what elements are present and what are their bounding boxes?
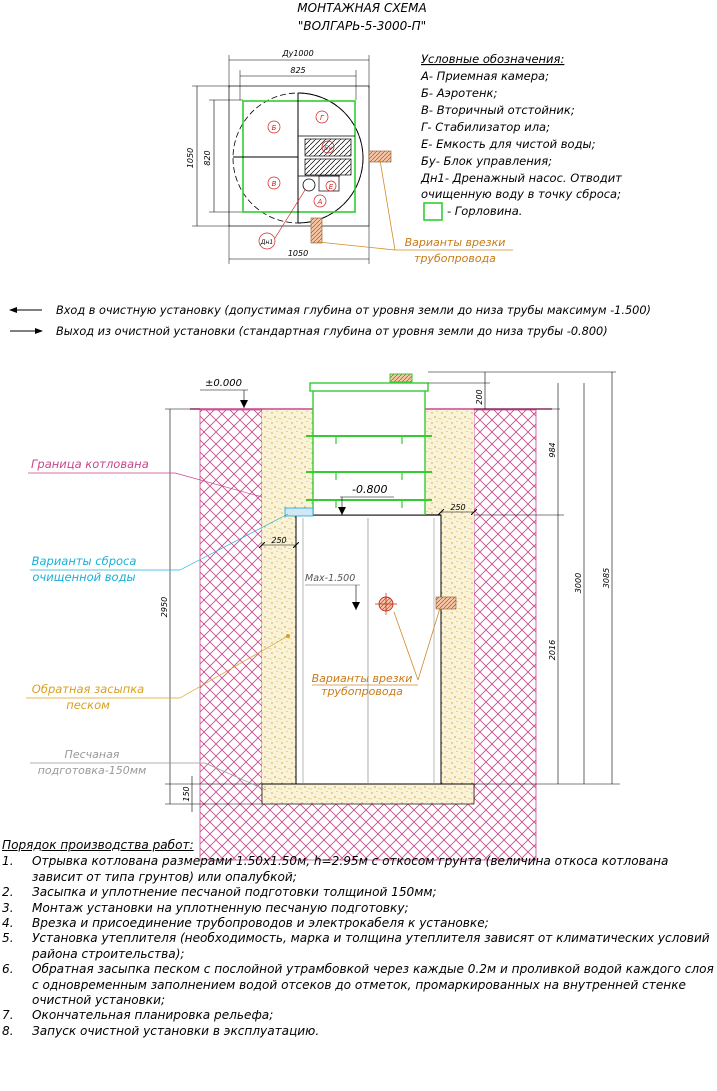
procedure-step: 4. Врезка и присоединение трубопроводов и…: [2, 916, 714, 931]
step-text: Установка утеплителя (необходимость, мар…: [32, 931, 710, 961]
dim-150: 150: [182, 786, 191, 801]
dim-3000: 3000: [574, 573, 583, 593]
step-text: Монтаж установки на уплотненную песчаную…: [32, 900, 409, 915]
dim-200: 200: [475, 389, 484, 404]
procedure-step: 6. Обратная засыпка песком с послойной ут…: [2, 962, 714, 1008]
title-line1: МОНТАЖНАЯ СХЕМА: [297, 1, 426, 15]
step-text: Отрывка котлована размерами 1.50х1.50м, …: [32, 854, 669, 884]
procedure-step: 3. Монтаж установки на уплотненную песчан…: [2, 901, 714, 916]
step-number: 8.: [2, 1023, 14, 1038]
plan-view: Ду1000 825 1050 820 1050: [186, 49, 513, 265]
section-pipe-variants-1: Варианты врезки: [312, 672, 413, 685]
step-number: 4.: [2, 916, 14, 931]
zone-a: А: [317, 198, 323, 206]
section-pipe-variants-2: трубопровода: [321, 685, 403, 698]
dim-1050-left: 1050: [186, 148, 195, 168]
zone-v: В: [272, 180, 277, 188]
step-text: Запуск очистной установки в эксплуатацию…: [32, 1023, 320, 1038]
zone-bu: Бу: [324, 145, 332, 152]
step-number: 1.: [2, 854, 14, 869]
legend-neck: - Горловина.: [447, 204, 522, 218]
label-discharge-1: Варианты сброса: [32, 554, 137, 568]
procedure-step: 1. Отрывка котлована размерами 1.50х1.50м…: [2, 854, 714, 885]
outlet-text: Выход из очистной установки (стандартная…: [56, 325, 608, 338]
level-minus-0800: -0.800: [352, 483, 387, 496]
dim-2016: 2016: [548, 640, 557, 660]
dim-825: 825: [290, 66, 305, 75]
legend-item: В- Вторичный отстойник;: [421, 103, 575, 117]
zone-dn1: Дн1: [260, 239, 273, 246]
neck-legend-icon: [423, 202, 443, 221]
label-discharge-2: очищенной воды: [32, 570, 135, 584]
procedure: Порядок производства работ: 1. Отрывка ко…: [2, 838, 714, 1039]
procedure-title: Порядок производства работ:: [2, 838, 194, 852]
dim-820: 820: [203, 150, 212, 165]
dim-250-left: 250: [271, 536, 286, 545]
section-view: ±0.000 -0.800 Max-1.500 Варианты врезки …: [26, 371, 620, 861]
legend: Условные обозначения: А- Приемная камера…: [420, 52, 622, 221]
procedure-step: 8. Запуск очистной установки в эксплуатац…: [2, 1024, 714, 1039]
dim-984: 984: [548, 442, 557, 457]
step-text: Врезка и присоединение трубопроводов и э…: [32, 916, 489, 931]
dim-1050-bottom: 1050: [288, 249, 308, 258]
legend-item: Бу- Блок управления;: [421, 154, 552, 168]
dim-2950: 2950: [160, 597, 169, 617]
procedure-step: 5. Установка утеплителя (необходимость, м…: [2, 931, 714, 962]
legend-item: Е- Емкость для чистой воды;: [421, 137, 596, 151]
step-text: Обратная засыпка песком с послойной утра…: [32, 962, 714, 1008]
plan-pipe-variants-2: трубопровода: [414, 252, 496, 265]
legend-title: Условные обозначения:: [421, 52, 564, 66]
label-pit-boundary: Граница котлована: [31, 457, 149, 471]
zone-g: Г: [320, 114, 325, 122]
inlet-text: Вход в очистную установку (допустимая гл…: [56, 304, 651, 317]
step-number: 3.: [2, 900, 14, 915]
zone-e: Е: [329, 183, 334, 191]
flow-arrows: Вход в очистную установку (допустимая гл…: [9, 304, 651, 338]
procedure-step: 2. Засыпка и уплотнение песчаной подготов…: [2, 885, 714, 900]
dim-3085: 3085: [602, 568, 611, 588]
step-number: 7.: [2, 1008, 14, 1023]
plan-pipe-variants-1: Варианты врезки: [405, 236, 506, 249]
zone-b: Б: [272, 124, 277, 132]
legend-item: очищенную воду в точку сброса;: [421, 187, 621, 201]
title-line2: "ВОЛГАРЬ-5-3000-П": [298, 19, 426, 33]
step-number: 6.: [2, 962, 14, 977]
step-number: 5.: [2, 931, 14, 946]
ground-level: ±0.000: [205, 378, 242, 389]
label-backfill-1: Обратная засыпка: [32, 682, 144, 696]
step-text: Окончательная планировка рельефа;: [32, 1008, 274, 1023]
label-sandbed-1: Песчаная: [65, 748, 120, 761]
dim-du1000: Ду1000: [281, 49, 313, 58]
step-text: Засыпка и уплотнение песчаной подготовки…: [32, 885, 437, 900]
dim-250-right: 250: [450, 503, 465, 512]
legend-item: Дн1- Дренажный насос. Отводит: [420, 171, 622, 185]
legend-item: Б- Аэротенк;: [421, 86, 497, 100]
step-number: 2.: [2, 885, 14, 900]
legend-item: А- Приемная камера;: [420, 69, 549, 83]
label-backfill-2: песком: [66, 698, 110, 712]
procedure-step: 7. Окончательная планировка рельефа;: [2, 1008, 714, 1023]
level-max-1500: Max-1.500: [305, 573, 355, 584]
label-sandbed-2: подготовка-150мм: [38, 764, 147, 777]
legend-item: Г- Стабилизатор ила;: [421, 120, 550, 134]
